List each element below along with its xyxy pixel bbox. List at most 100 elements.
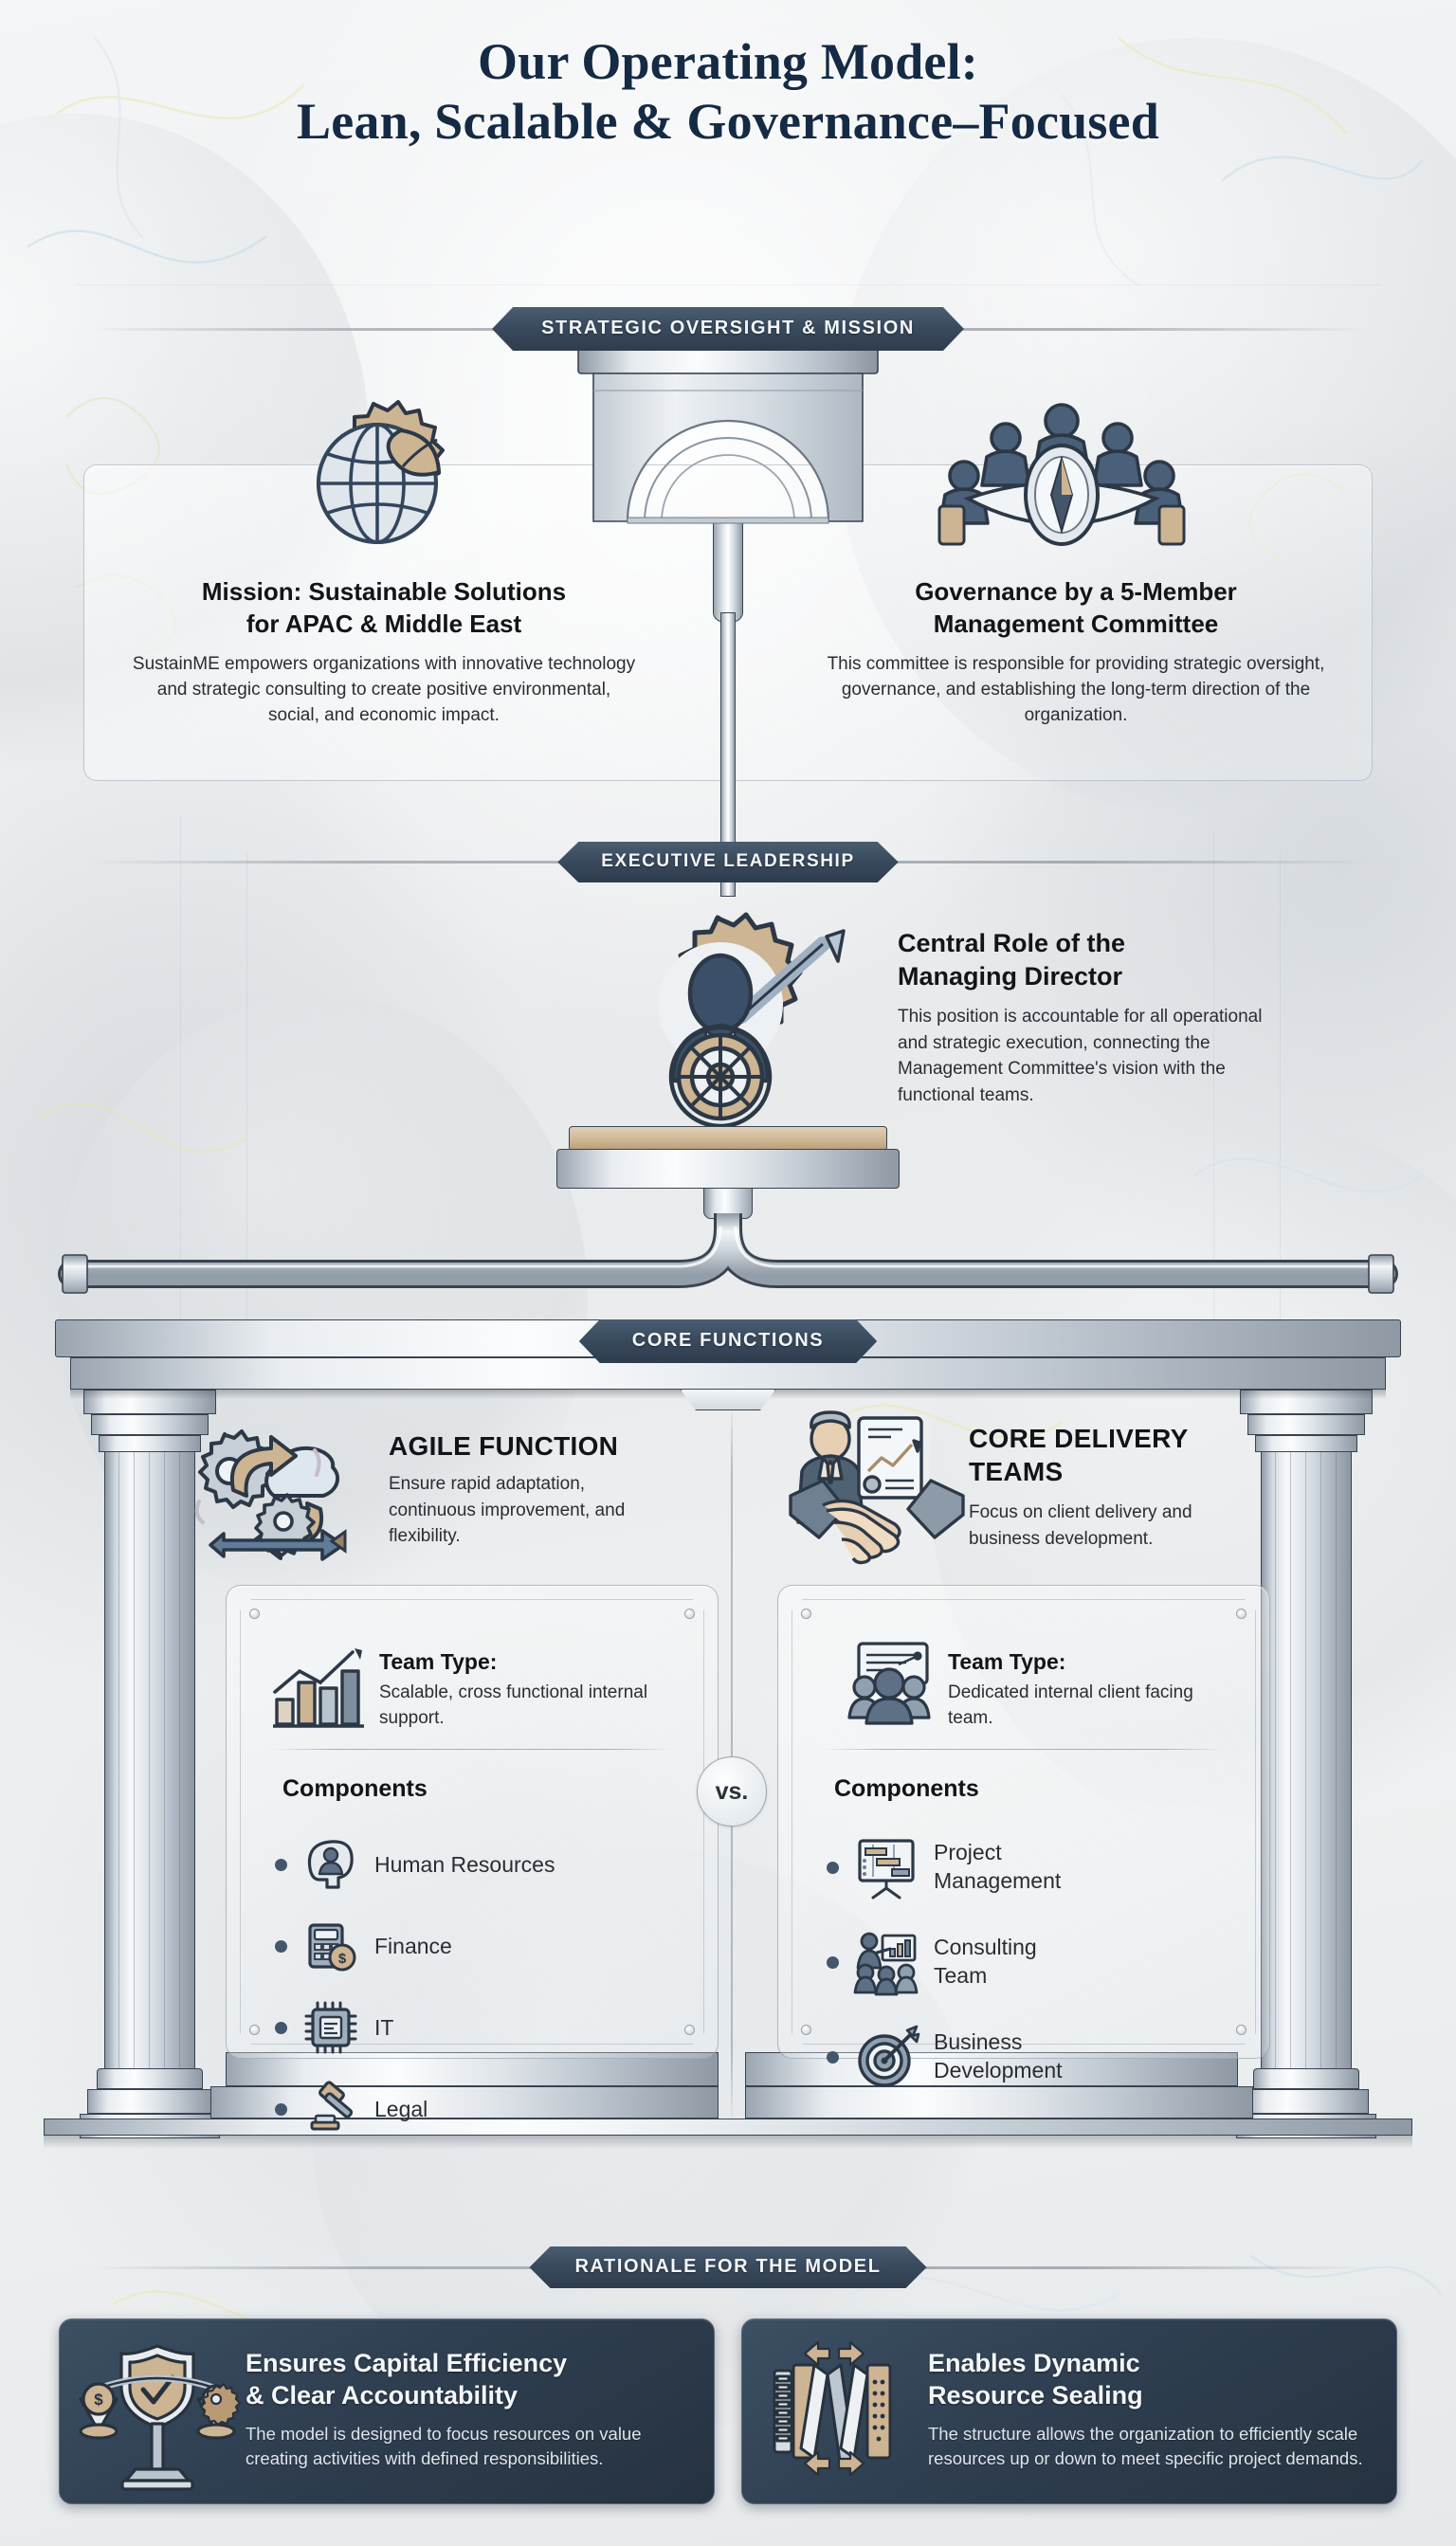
presenter-chart-icon xyxy=(853,1930,919,1996)
target-arrow-icon xyxy=(854,2025,920,2089)
core-delivery-components-label: Components xyxy=(834,1775,979,1802)
bullet-icon xyxy=(275,1858,287,1871)
core-delivery-subtitle: Focus on client delivery and business de… xyxy=(969,1502,1192,1549)
pillar-right-capital-2 xyxy=(1247,1414,1365,1435)
accordion-scale-icon xyxy=(773,2340,892,2477)
panel-inner-frame xyxy=(240,1599,704,2045)
governance-heading-line2: Management Committee xyxy=(933,609,1219,638)
component-label: IT xyxy=(374,2014,394,2040)
md-heading-line2: Managing Director xyxy=(898,961,1123,991)
background-grid-line xyxy=(246,853,247,1327)
background-grid-line xyxy=(180,815,181,1346)
bullet-icon xyxy=(275,2021,287,2034)
section-ribbon-rationale: RATIONALE FOR THE MODEL xyxy=(0,2246,1456,2288)
screw-icon xyxy=(249,1609,260,1619)
boardroom-compass-icon xyxy=(937,403,1186,546)
rationale-card-1: $ Ensures Capital Efficiency & Clear Acc… xyxy=(59,2319,715,2504)
md-heading-line1: Central Role of the xyxy=(898,929,1126,957)
ribbon-label-executive: EXECUTIVE LEADERSHIP xyxy=(557,842,898,882)
section-ribbon-core: CORE FUNCTIONS xyxy=(0,1319,1456,1363)
agile-subtitle: Ensure rapid adaptation, continuous impr… xyxy=(389,1474,626,1547)
pillar-left-shaft xyxy=(104,1452,195,2068)
central-rod xyxy=(720,612,736,897)
globe-leaf-gear-icon xyxy=(316,400,445,544)
section-ribbon-strategic: STRATEGIC OVERSIGHT & MISSION xyxy=(0,307,1456,351)
pillar-left-base-2 xyxy=(87,2089,212,2114)
screw-icon xyxy=(684,2025,695,2035)
handshake-report-icon xyxy=(789,1410,965,1565)
core-delivery-team-type-label: Team Type: xyxy=(948,1649,1066,1674)
governance-body: This committee is responsible for provid… xyxy=(827,653,1325,725)
screw-icon xyxy=(801,2025,811,2035)
bullet-icon xyxy=(827,1861,839,1874)
rationale-card-1-text: Ensures Capital Efficiency & Clear Accou… xyxy=(246,2348,691,2471)
md-body: This position is accountable for all ope… xyxy=(898,1007,1263,1105)
microchip-icon xyxy=(302,1999,359,2056)
pillar-left-capital xyxy=(83,1390,216,1414)
list-item[interactable]: Business Development xyxy=(827,2010,1253,2104)
pillar-right-capital xyxy=(1240,1390,1373,1414)
rationale-card-2-body: The structure allows the organization to… xyxy=(928,2423,1363,2468)
executive-gear-helm-icon xyxy=(658,912,846,1129)
bar-chart-growth-icon xyxy=(273,1648,364,1728)
bullet-icon xyxy=(827,1955,839,1969)
background-grid-line xyxy=(1280,853,1281,1327)
core-delivery-header: CORE DELIVERY TEAMS Focus on client deli… xyxy=(969,1422,1253,1552)
section-ribbon-executive: EXECUTIVE LEADERSHIP xyxy=(0,842,1456,882)
managing-director-block: Central Role of the Managing Director Th… xyxy=(898,927,1296,1108)
head-person-icon xyxy=(302,1836,359,1893)
agile-title: AGILE FUNCTION xyxy=(389,1431,619,1461)
pillar-right-neck xyxy=(1255,1435,1357,1452)
mission-block: Mission: Sustainable Solutions for APAC … xyxy=(109,576,659,729)
list-item[interactable]: $ Finance xyxy=(275,1905,692,1987)
agile-team-type-label: Team Type: xyxy=(379,1649,498,1674)
agile-team-type-value: Scalable, cross functional internal supp… xyxy=(379,1682,648,1728)
agile-function-header: AGILE FUNCTION Ensure rapid adaptation, … xyxy=(389,1431,673,1550)
list-item[interactable]: Project Management xyxy=(827,1820,1253,1915)
md-pedestal-base xyxy=(556,1149,900,1189)
component-label: Project Management xyxy=(934,1840,1062,1893)
list-item[interactable]: Consulting Team xyxy=(827,1915,1253,2010)
gavel-icon xyxy=(302,2081,359,2137)
agile-team-type: Team Type: Scalable, cross functional in… xyxy=(379,1649,664,1732)
presentation-team-icon xyxy=(847,1642,931,1725)
ribbon-label-rationale: RATIONALE FOR THE MODEL xyxy=(529,2246,926,2288)
screw-icon xyxy=(249,2025,260,2035)
calculator-coin-icon: $ xyxy=(302,1918,359,1974)
agile-function-panel xyxy=(226,1585,719,2059)
plinth-left-2 xyxy=(210,2086,719,2119)
list-item[interactable]: Human Resources xyxy=(275,1824,692,1905)
agile-components-label: Components xyxy=(282,1775,428,1802)
page-title: Our Operating Model: Lean, Scalable & Go… xyxy=(0,32,1456,152)
pillar-left-neck xyxy=(99,1435,201,1452)
rationale-card-2-title-line1: Enables Dynamic xyxy=(928,2349,1140,2377)
ribbon-notch xyxy=(681,1390,775,1410)
background-grid-line xyxy=(76,284,1380,285)
pillar-left-capital-2 xyxy=(91,1414,209,1435)
component-label: Human Resources xyxy=(374,1851,555,1877)
screw-icon xyxy=(684,1609,695,1619)
component-label: Finance xyxy=(374,1933,452,1958)
temple-stylobate xyxy=(44,2119,1412,2136)
screw-icon xyxy=(1236,1609,1247,1619)
component-label: Consulting Team xyxy=(934,1935,1037,1988)
vs-divider-badge: vs. xyxy=(697,1756,767,1827)
md-pedestal-top xyxy=(569,1126,887,1151)
pillar-left-base-1 xyxy=(97,2068,203,2089)
bullet-icon xyxy=(275,2102,287,2116)
ribbon-label-strategic: STRATEGIC OVERSIGHT & MISSION xyxy=(492,307,964,351)
list-item[interactable]: IT xyxy=(275,1987,692,2068)
svg-text:$: $ xyxy=(338,1951,347,1967)
panel-inner-frame xyxy=(792,1599,1256,2045)
core-delivery-components-list: Project Management Consulting Team xyxy=(827,1820,1253,2104)
core-delivery-title-line2: TEAMS xyxy=(969,1457,1064,1486)
list-item[interactable]: Legal xyxy=(275,2068,692,2150)
governance-block: Governance by a 5-Member Management Comm… xyxy=(801,576,1351,729)
gantt-board-icon xyxy=(854,1835,919,1900)
screw-icon xyxy=(1236,2025,1247,2035)
screw-icon xyxy=(801,1609,811,1619)
agile-cycle-gears-icon xyxy=(194,1429,347,1561)
rationale-card-1-title-line1: Ensures Capital Efficiency xyxy=(246,2349,568,2377)
background-grid-line xyxy=(1213,834,1214,1346)
agile-components-list: Human Resources $ Finance xyxy=(275,1824,692,2150)
